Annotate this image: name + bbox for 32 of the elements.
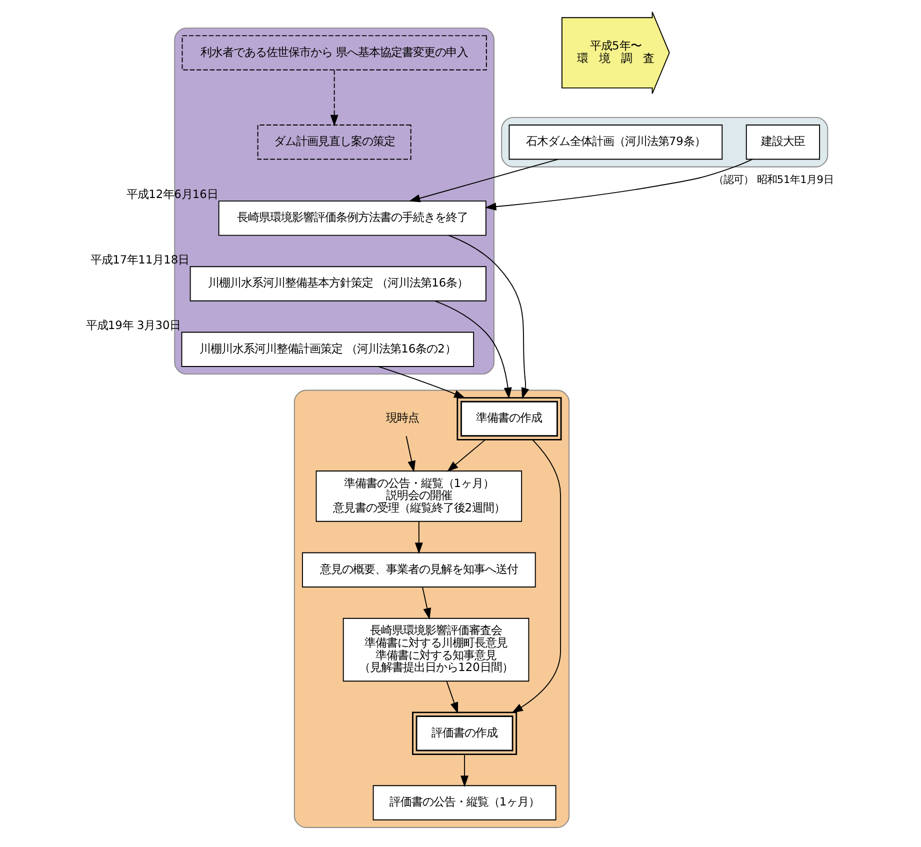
cluster [501, 116, 828, 168]
node-box: 川棚川水系河川整備基本方針策定 （河川法第16条） [190, 266, 486, 302]
arrow [512, 439, 562, 714]
node-box: 評価書の作成 [412, 712, 518, 755]
node-box: 利水者である佐世保市から 県へ基本協定書変更の申入 [182, 35, 487, 70]
arrow [434, 300, 512, 399]
edge-label: （認可） 昭和51年1月9日 [714, 174, 834, 186]
node-box: 準備書の公告・縦覧（1ヶ月） 説明会の開催 意見書の受理（縦覧終了後2週間） [316, 470, 522, 522]
node-box: 意見の概要、事業者の見解を知事へ送付 [302, 552, 536, 588]
node-box: 準備書の作成 [456, 397, 562, 440]
node-box: ダム計画見直し案の策定 [257, 124, 412, 160]
arrow [408, 158, 559, 202]
node-box: 川棚川水系河川整備計画策定 （河川法第16条の2） [181, 332, 474, 367]
arrow [414, 520, 423, 554]
node-box: 長崎県環境影響評価審査会 準備書に対する川棚町長意見 準備書に対する知事意見 （見解書提出日から120日間） [342, 618, 530, 682]
node-label: 平成17年11月18日 [90, 252, 190, 266]
arrow [378, 366, 466, 398]
node-label: 平成19年 3月30日 [86, 318, 181, 332]
node-box: 評価書の公告・縦覧（1ヶ月） [372, 785, 556, 820]
node-box: 石木ダム全体計画（河川法第79条） [508, 124, 723, 160]
node-box: 建設大臣 [746, 124, 820, 160]
arrow [448, 234, 530, 400]
arrow [484, 158, 753, 211]
arrow [446, 439, 486, 472]
arrow [330, 70, 338, 126]
arrow [460, 754, 469, 788]
arrow [422, 586, 432, 620]
node-text: 現時点 [386, 410, 420, 425]
node-box: 長崎県環境影響評価条例方法書の手続きを終了 [218, 200, 486, 236]
node-label: 平成12年6月16日 [126, 186, 218, 201]
arrow [406, 436, 416, 472]
arrow [446, 680, 458, 714]
